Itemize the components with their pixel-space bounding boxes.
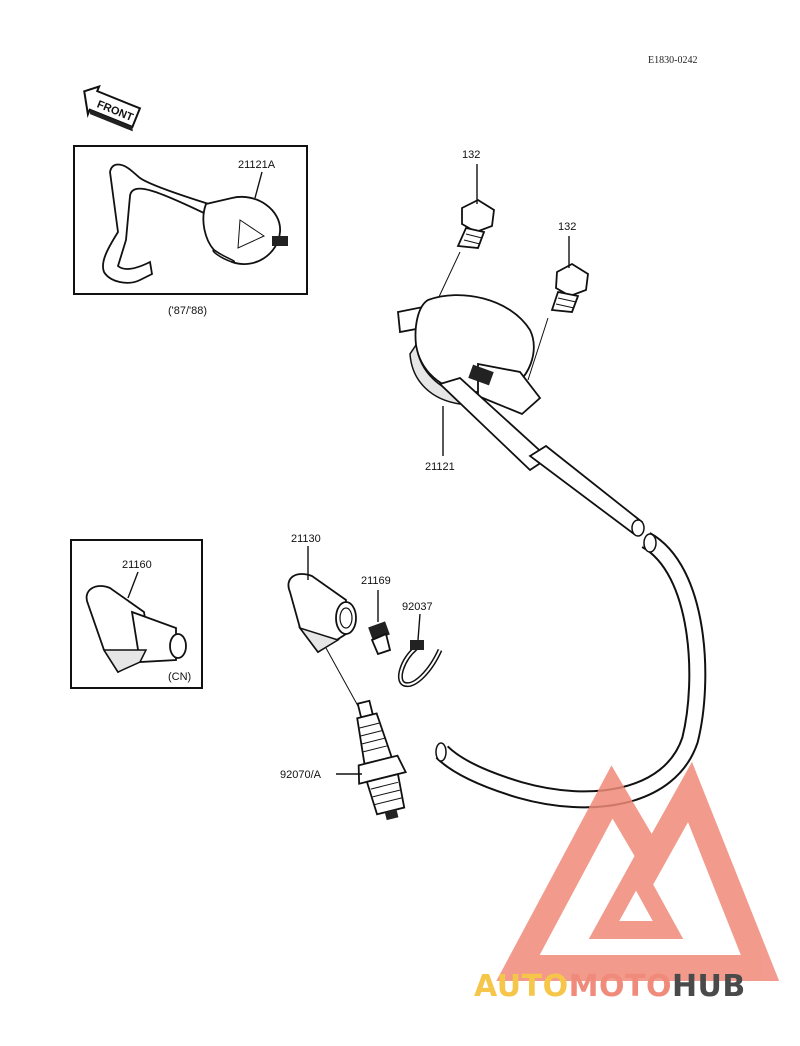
watermark-text: AUTOMOTOHUB xyxy=(474,969,746,1004)
label-bolt-a: 132 xyxy=(462,149,480,161)
front-arrow: FRONT xyxy=(83,84,142,132)
label-bolt-b: 132 xyxy=(558,221,576,233)
label-cap-cn-note: (CN) xyxy=(168,671,191,683)
label-cap-cn: 21160 xyxy=(122,559,152,571)
coil-variant-box xyxy=(73,145,308,295)
label-clamp: 92037 xyxy=(402,601,433,613)
ignition-coil xyxy=(397,294,645,537)
label-plug-cap: 21130 xyxy=(291,533,321,545)
connector xyxy=(368,621,392,656)
coil-variant-drawing xyxy=(102,163,288,284)
label-coil: 21121 xyxy=(425,461,455,473)
watermark-auto: AUTO xyxy=(474,969,569,1004)
cap-cn-drawing xyxy=(85,585,187,674)
cap-cn-box xyxy=(70,539,203,689)
label-coil-variant-note: ('87/'88) xyxy=(168,305,207,317)
watermark-hub: HUB xyxy=(672,969,746,1004)
clamp xyxy=(398,640,443,688)
spark-plug xyxy=(356,699,408,821)
label-coil-variant: 21121A xyxy=(238,159,276,171)
watermark-logo xyxy=(496,761,780,981)
watermark-moto: MOTO xyxy=(569,969,672,1004)
bolt-b xyxy=(550,262,589,313)
label-spark-plug: 92070/A xyxy=(280,769,322,781)
diagram-code: E1830-0242 xyxy=(648,55,697,66)
high-tension-lead xyxy=(435,532,707,809)
bolt-a xyxy=(456,198,495,249)
svg-text:AUTOMOTOHUB: AUTOMOTOHUB xyxy=(474,969,746,1004)
plug-cap xyxy=(287,573,357,654)
label-connector: 21169 xyxy=(361,575,391,587)
